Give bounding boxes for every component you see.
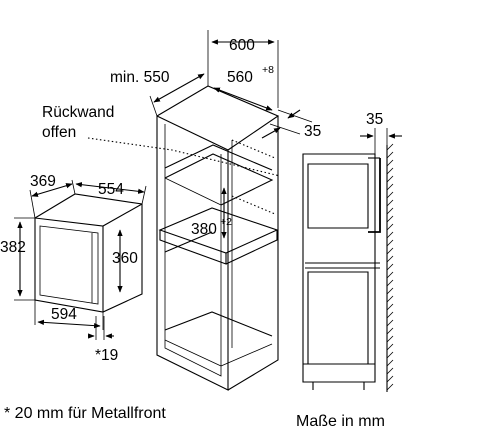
label-min-550: min. 550	[110, 69, 170, 86]
wall-hatch-line	[386, 271, 394, 279]
label-594: 594	[51, 306, 77, 323]
wall-hatch-line	[386, 159, 394, 167]
wall-hatch-line	[386, 303, 394, 311]
wall-hatch-line	[386, 279, 394, 287]
wall-hatch-line	[386, 255, 394, 263]
wall-hatch-line	[386, 183, 394, 191]
label-369: 369	[30, 173, 56, 190]
label-382: 382	[0, 239, 26, 256]
wall-hatch-line	[386, 151, 394, 159]
dim-19	[88, 316, 114, 340]
wall-hatch-line	[386, 191, 394, 199]
wall-hatch-line	[386, 343, 394, 351]
wall-hatch-line	[386, 319, 394, 327]
tall-cabinet	[156, 85, 280, 391]
label-360: 360	[112, 250, 138, 267]
wall-hatch-line	[386, 175, 394, 183]
footnote: * 20 mm für Metallfront	[4, 405, 166, 422]
wall-hatch-line	[386, 287, 394, 295]
label-600: 600	[229, 37, 255, 54]
dim-594	[34, 300, 104, 330]
wall-hatch-line	[386, 199, 394, 207]
units-note: Maße in mm	[296, 413, 385, 429]
label-35-cabinet: 35	[304, 123, 321, 140]
wall-hatch-line	[386, 167, 394, 175]
wall-hatch-line	[386, 383, 394, 391]
label-offen: offen	[42, 124, 76, 141]
wall-hatch-line	[386, 223, 394, 231]
wall-hatch-line	[386, 215, 394, 223]
wall-hatch-line	[386, 263, 394, 271]
wall-hatch-line	[386, 335, 394, 343]
dim-600	[207, 30, 279, 108]
wall-hatch-line	[386, 231, 394, 239]
label-554: 554	[98, 181, 124, 198]
label-560: 560	[227, 69, 253, 86]
wall-hatch-line	[386, 367, 394, 375]
label-19: *19	[95, 347, 118, 364]
side-view-cabinet	[302, 153, 381, 390]
dim-554	[75, 182, 147, 205]
wall-hatch-line	[386, 375, 394, 383]
label-rueckwand: Rückwand	[42, 104, 114, 121]
wall-hatch-line	[386, 327, 394, 335]
side-view-wall	[386, 143, 394, 392]
wall-hatch-line	[386, 295, 394, 303]
dim-min-550	[149, 73, 205, 117]
label-380: 380	[191, 221, 217, 238]
wall-hatch-line	[386, 143, 394, 151]
open-back-indicator	[87, 137, 281, 215]
dim-369	[29, 179, 76, 219]
label-560-tolerance: +8	[262, 64, 274, 76]
label-35-side: 35	[366, 111, 383, 128]
label-380-tolerance: +2	[220, 216, 232, 228]
dim-382	[14, 217, 35, 301]
wall-hatch-line	[386, 207, 394, 215]
wall-hatch-line	[386, 239, 394, 247]
wall-hatch-line	[386, 311, 394, 319]
wall-hatch-line	[386, 247, 394, 255]
wall-hatch-line	[386, 359, 394, 367]
dim-35-cabinet	[261, 109, 313, 139]
dim-560	[213, 87, 273, 111]
wall-hatch-line	[386, 351, 394, 359]
dim-35-side	[360, 128, 402, 154]
